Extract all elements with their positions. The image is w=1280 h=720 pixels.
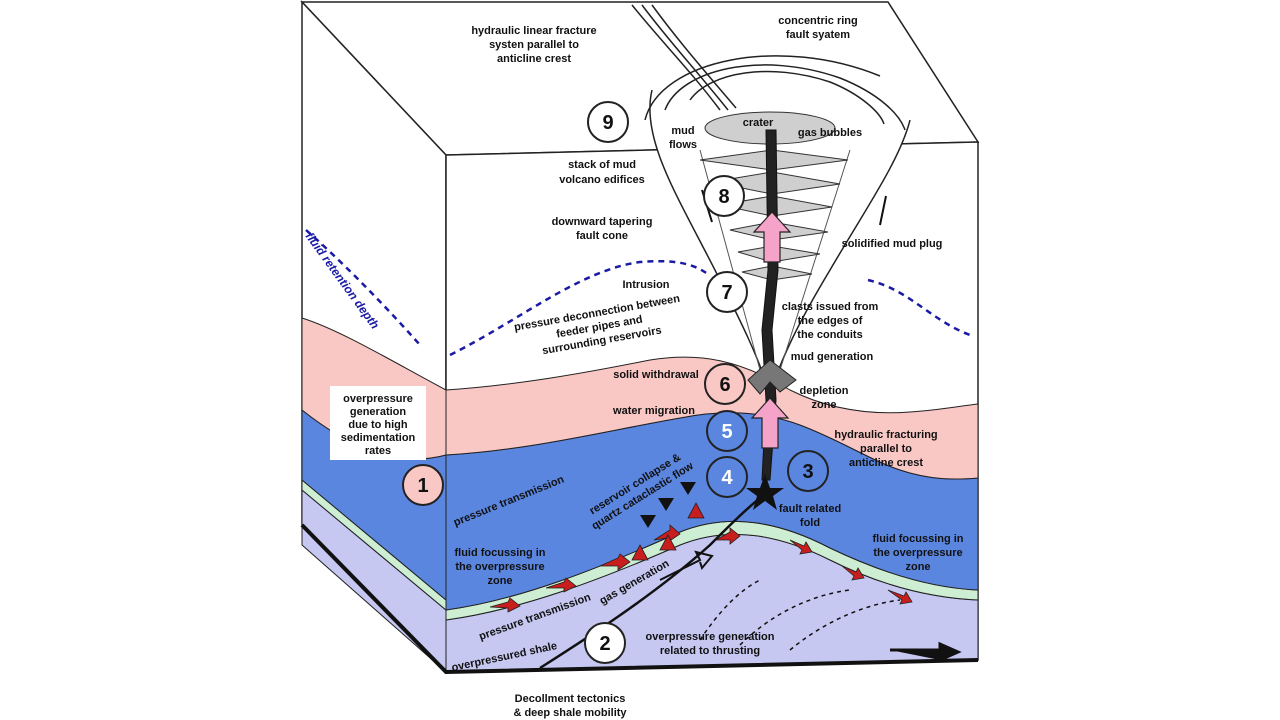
- svg-text:concentric ring: concentric ring: [778, 15, 857, 27]
- label-stack: stack of mud volcano edifices: [559, 159, 645, 186]
- svg-text:systen parallel to: systen parallel to: [489, 39, 579, 51]
- star-marker: [746, 474, 784, 510]
- red-up-arrows: [631, 502, 705, 561]
- fold-dashed-lines: [699, 579, 901, 651]
- svg-text:fluid focussing in: fluid focussing in: [454, 547, 545, 559]
- linear-fractures: [631, 4, 737, 111]
- svg-text:zone: zone: [811, 399, 836, 411]
- svg-text:the overpressure: the overpressure: [455, 561, 544, 573]
- label-linear-fracture: hydraulic linear fracture systen paralle…: [471, 25, 596, 65]
- fault-arrow-right: [879, 195, 887, 226]
- label-fault-related-fold: fault related fold: [779, 503, 841, 529]
- label-ring-fault: concentric ring fault syatem: [778, 15, 857, 41]
- svg-text:the edges of: the edges of: [798, 315, 863, 327]
- label-mud-flows: mud flows: [669, 125, 697, 151]
- block-base-edge: [300, 523, 979, 675]
- marker-1-text: 1: [417, 475, 428, 497]
- svg-text:fluid focussing in: fluid focussing in: [872, 533, 963, 545]
- svg-text:mud: mud: [671, 125, 694, 137]
- marker-4: [706, 456, 748, 498]
- thrust-arrow: [659, 550, 714, 581]
- label-fluid-focussing-left: fluid focussing in the overpressure zone: [454, 547, 545, 587]
- svg-text:the overpressure: the overpressure: [873, 547, 962, 559]
- marker-5: [706, 410, 748, 452]
- red-flow-arrows: [489, 524, 913, 613]
- marker-1: [402, 464, 444, 506]
- svg-text:zone: zone: [487, 575, 512, 587]
- label-clasts: clasts issued from the edges of the cond…: [782, 301, 879, 341]
- svg-text:depletion: depletion: [800, 385, 849, 397]
- svg-text:related to thrusting: related to thrusting: [660, 645, 760, 657]
- label-decollement: Decollment tectonics & deep shale mobili…: [513, 693, 627, 719]
- marker-6-text: 6: [719, 374, 730, 396]
- svg-text:sedimentation: sedimentation: [341, 432, 416, 444]
- fluid-retention-line-front: [449, 259, 711, 357]
- svg-text:due to high: due to high: [348, 419, 408, 431]
- svg-text:fault related: fault related: [779, 503, 841, 515]
- svg-text:zone: zone: [905, 561, 930, 573]
- marker-9-text: 9: [602, 112, 613, 134]
- svg-text:volcano edifices: volcano edifices: [559, 174, 645, 186]
- marker-3: [787, 450, 829, 492]
- marker-6: [704, 363, 746, 405]
- label-crater: crater: [743, 117, 774, 129]
- label-overpressure-thrusting: overpressure generation related to thrus…: [646, 631, 775, 657]
- marker-7: [706, 271, 748, 313]
- label-water-migration: water migration: [612, 405, 695, 417]
- marker-8: [703, 175, 745, 217]
- svg-text:fold: fold: [800, 517, 820, 529]
- label-hydraulic-fracturing: hydraulic fracturing parallel to anticli…: [834, 429, 937, 469]
- label-overpressure-sedimentation: overpressure generation due to high sedi…: [341, 393, 416, 457]
- svg-text:fault syatem: fault syatem: [786, 29, 850, 41]
- marker-9: [587, 101, 629, 143]
- marker-2: [584, 622, 626, 664]
- shear-arrow: [890, 641, 962, 662]
- marker-4-text: 4: [721, 467, 733, 489]
- label-depletion-zone: depletion zone: [800, 385, 849, 411]
- label-fault-cone: downward tapering fault cone: [552, 216, 653, 242]
- fluid-retention-line-right: [867, 278, 971, 337]
- svg-text:parallel to: parallel to: [860, 443, 912, 455]
- black-arrows: [640, 482, 696, 528]
- svg-text:the conduits: the conduits: [797, 329, 862, 341]
- conduit-branch: [747, 359, 797, 395]
- svg-text:anticline crest: anticline crest: [849, 457, 923, 469]
- svg-text:hydraulic linear fracture: hydraulic linear fracture: [471, 25, 596, 37]
- svg-text:anticline crest: anticline crest: [497, 53, 571, 65]
- ring-faults: [644, 55, 906, 131]
- label-intrusion: Intrusion: [622, 279, 669, 291]
- label-solidified-plug: solidified mud plug: [842, 238, 943, 250]
- marker-5-text: 5: [721, 421, 732, 443]
- svg-text:clasts issued from: clasts issued from: [782, 301, 879, 313]
- upward-arrow-lower: [750, 397, 790, 449]
- svg-text:downward tapering: downward tapering: [552, 216, 653, 228]
- upward-arrow-upper: [752, 211, 792, 263]
- overpressure-label-box: [330, 386, 426, 460]
- svg-text:Decollment tectonics: Decollment tectonics: [515, 693, 626, 705]
- label-gas-bubbles: gas bubbles: [798, 127, 862, 139]
- marker-3-text: 3: [802, 461, 813, 483]
- svg-text:overpressure: overpressure: [343, 393, 413, 405]
- svg-text:flows: flows: [669, 139, 697, 151]
- svg-text:stack of mud: stack of mud: [568, 159, 636, 171]
- svg-text:hydraulic fracturing: hydraulic fracturing: [834, 429, 937, 441]
- svg-text:rates: rates: [365, 445, 391, 457]
- number-markers: [402, 101, 829, 664]
- label-solid-withdrawal: solid withdrawal: [613, 369, 699, 381]
- pink-layer-front: [445, 356, 979, 480]
- marker-2-text: 2: [599, 633, 610, 655]
- label-mud-generation: mud generation: [791, 351, 874, 363]
- marker-7-text: 7: [721, 282, 732, 304]
- label-fluid-focussing-right: fluid focussing in the overpressure zone: [872, 533, 963, 573]
- svg-text:generation: generation: [350, 406, 407, 418]
- svg-text:fault cone: fault cone: [576, 230, 628, 242]
- marker-8-text: 8: [718, 186, 729, 208]
- svg-text:& deep shale mobility: & deep shale mobility: [513, 707, 627, 719]
- fluid-retention-line-left: [305, 229, 421, 346]
- svg-text:overpressure generation: overpressure generation: [646, 631, 775, 643]
